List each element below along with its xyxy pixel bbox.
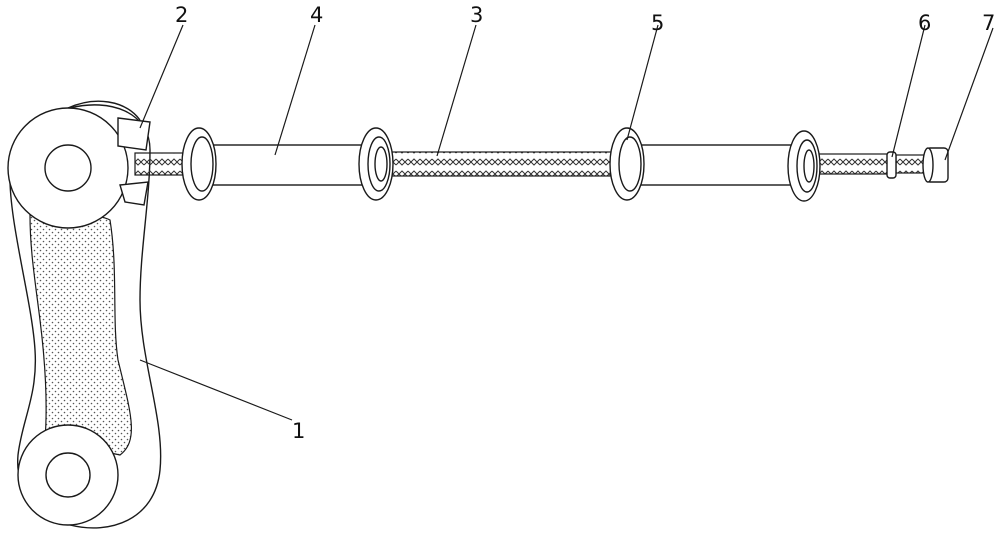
smooth-tubes (201, 144, 793, 186)
callout-6: 6 (918, 11, 931, 35)
callout-4: 4 (310, 3, 323, 27)
tube-right (631, 144, 793, 186)
flange-a (181, 127, 217, 201)
flange-d (787, 130, 821, 202)
crank-arm (7, 100, 162, 529)
end-cap (922, 147, 949, 183)
upper-hub-hole (44, 144, 92, 192)
tube-left (204, 144, 368, 186)
collar (117, 117, 151, 206)
leader-lines (139, 24, 994, 421)
callout-3: 3 (470, 3, 483, 27)
braided-shaft (134, 151, 929, 177)
arm-grip-texture (29, 213, 132, 456)
callout-2: 2 (175, 3, 188, 27)
callout-7: 7 (982, 11, 995, 35)
callout-1: 1 (292, 419, 305, 443)
flange-b (358, 127, 394, 201)
lower-hub-hole (45, 452, 91, 498)
callout-5: 5 (651, 11, 664, 35)
flange-c (609, 127, 645, 201)
retaining-ring (886, 151, 897, 179)
